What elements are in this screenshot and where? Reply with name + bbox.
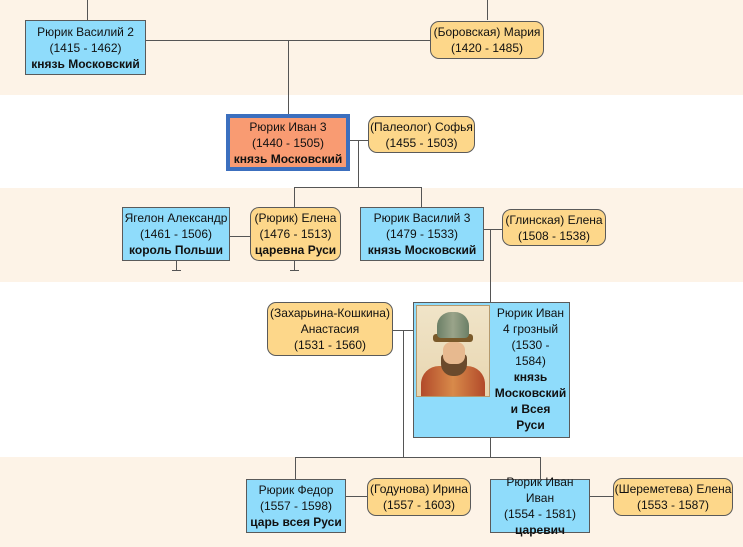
person-irina[interactable]: (Годунова) Ирина (1557 - 1603)	[367, 478, 471, 516]
connector-line	[229, 236, 251, 237]
connector-line	[490, 229, 491, 302]
person-title: царь всея Руси	[250, 515, 342, 529]
person-dates: (1531 - 1560)	[293, 338, 367, 352]
person-title: и Всея	[510, 402, 551, 416]
connector-line	[295, 457, 296, 479]
connector-line	[350, 140, 368, 141]
person-name: Рюрик Федор	[258, 483, 334, 497]
person-name: Рюрик Иван	[496, 306, 565, 320]
connector-line	[295, 457, 541, 458]
person-elena-glinskaya[interactable]: (Глинская) Елена (1508 - 1538)	[502, 209, 606, 246]
person-name: Ягелон Александр	[124, 211, 228, 225]
person-ivan-4[interactable]: Рюрик Иван 4 грозный (1530 - 1584) князь…	[413, 302, 570, 438]
person-title: князь	[513, 370, 548, 384]
person-maria[interactable]: (Боровская) Мария (1420 - 1485)	[430, 21, 544, 59]
connector-line	[294, 187, 295, 207]
portrait-image	[416, 305, 490, 397]
person-vasily-2[interactable]: Рюрик Василий 2 (1415 - 1462) князь Моск…	[25, 20, 146, 75]
person-fedor[interactable]: Рюрик Федор (1557 - 1598) царь всея Руси	[246, 479, 346, 533]
descendant-tick	[176, 261, 177, 271]
connector-line	[358, 140, 359, 187]
person-name: Рюрик Василий 2	[37, 24, 134, 39]
person-dates: (1455 - 1503)	[385, 135, 458, 150]
person-dates: 1584)	[515, 354, 546, 368]
connector-line	[87, 0, 88, 20]
person-name: Анастасия	[300, 322, 360, 336]
person-name: (Шереметева) Елена	[614, 482, 732, 496]
person-name: (Годунова) Ирина	[370, 482, 468, 496]
person-dates: (1557 - 1603)	[382, 498, 456, 512]
person-title: князь Московский	[233, 151, 343, 166]
person-dates: (1415 - 1462)	[49, 40, 122, 55]
connector-line	[421, 187, 422, 207]
person-elena-sheremeteva[interactable]: (Шереметева) Елена (1553 - 1587)	[613, 478, 733, 516]
person-vasily-3[interactable]: Рюрик Василий 3 (1479 - 1533) князь Моск…	[360, 207, 484, 261]
connector-line	[403, 330, 404, 457]
connector-line	[590, 496, 614, 497]
person-dates: (1557 - 1598)	[259, 499, 333, 513]
person-name: Рюрик Василий 3	[373, 211, 471, 225]
descendant-tick	[172, 270, 181, 271]
person-ivan-ivan[interactable]: Рюрик Иван Иван (1554 - 1581) царевич	[490, 475, 590, 537]
person-title: царевич	[515, 523, 565, 537]
person-ivan-3[interactable]: Рюрик Иван 3 (1440 - 1505) князь Московс…	[226, 114, 350, 171]
person-sofia[interactable]: (Палеолог) Софья (1455 - 1503)	[368, 116, 475, 153]
connector-line	[346, 496, 368, 497]
connector-line	[487, 0, 488, 20]
person-name: (Захарьина-Кошкина)	[270, 306, 390, 320]
person-alexander[interactable]: Ягелон Александр (1461 - 1506) король По…	[122, 207, 230, 261]
person-dates: (1476 - 1513)	[259, 227, 332, 241]
descendant-tick	[294, 261, 295, 271]
connector-line	[540, 457, 541, 479]
person-name: (Боровская) Мария	[433, 25, 541, 39]
person-dates: (1461 - 1506)	[139, 227, 213, 241]
connector-line	[294, 187, 422, 188]
person-dates: (1508 - 1538)	[517, 228, 591, 243]
person-title: король Польши	[129, 243, 223, 257]
person-name: Рюрик Иван Иван	[506, 475, 574, 505]
person-name: (Палеолог) Софья	[370, 119, 473, 134]
person-title: князь Московский	[367, 243, 477, 257]
person-dates: (1553 - 1587)	[636, 498, 710, 512]
descendant-tick	[290, 270, 299, 271]
person-name: Рюрик Иван 3	[249, 119, 327, 134]
person-name: (Глинская) Елена	[505, 212, 603, 227]
person-title: князь Московский	[31, 56, 140, 71]
person-title: царевна Руси	[254, 243, 337, 257]
person-anastasia[interactable]: (Захарьина-Кошкина) Анастасия (1531 - 15…	[267, 302, 393, 356]
person-name: 4 грозный	[502, 322, 559, 336]
connector-line	[490, 437, 491, 457]
connector-line	[288, 40, 289, 115]
connector-line	[483, 229, 503, 230]
person-title: Московский	[494, 386, 567, 400]
person-elena-rurik[interactable]: (Рюрик) Елена (1476 - 1513) царевна Руси	[250, 207, 341, 261]
person-dates: (1530 -	[511, 338, 550, 352]
person-name: (Рюрик) Елена	[254, 211, 337, 225]
person-dates: (1440 - 1505)	[251, 135, 325, 150]
person-title: Руси	[516, 418, 545, 432]
person-dates: (1479 - 1533)	[385, 227, 459, 241]
person-dates: (1554 - 1581)	[503, 507, 577, 521]
person-dates: (1420 - 1485)	[450, 41, 524, 55]
